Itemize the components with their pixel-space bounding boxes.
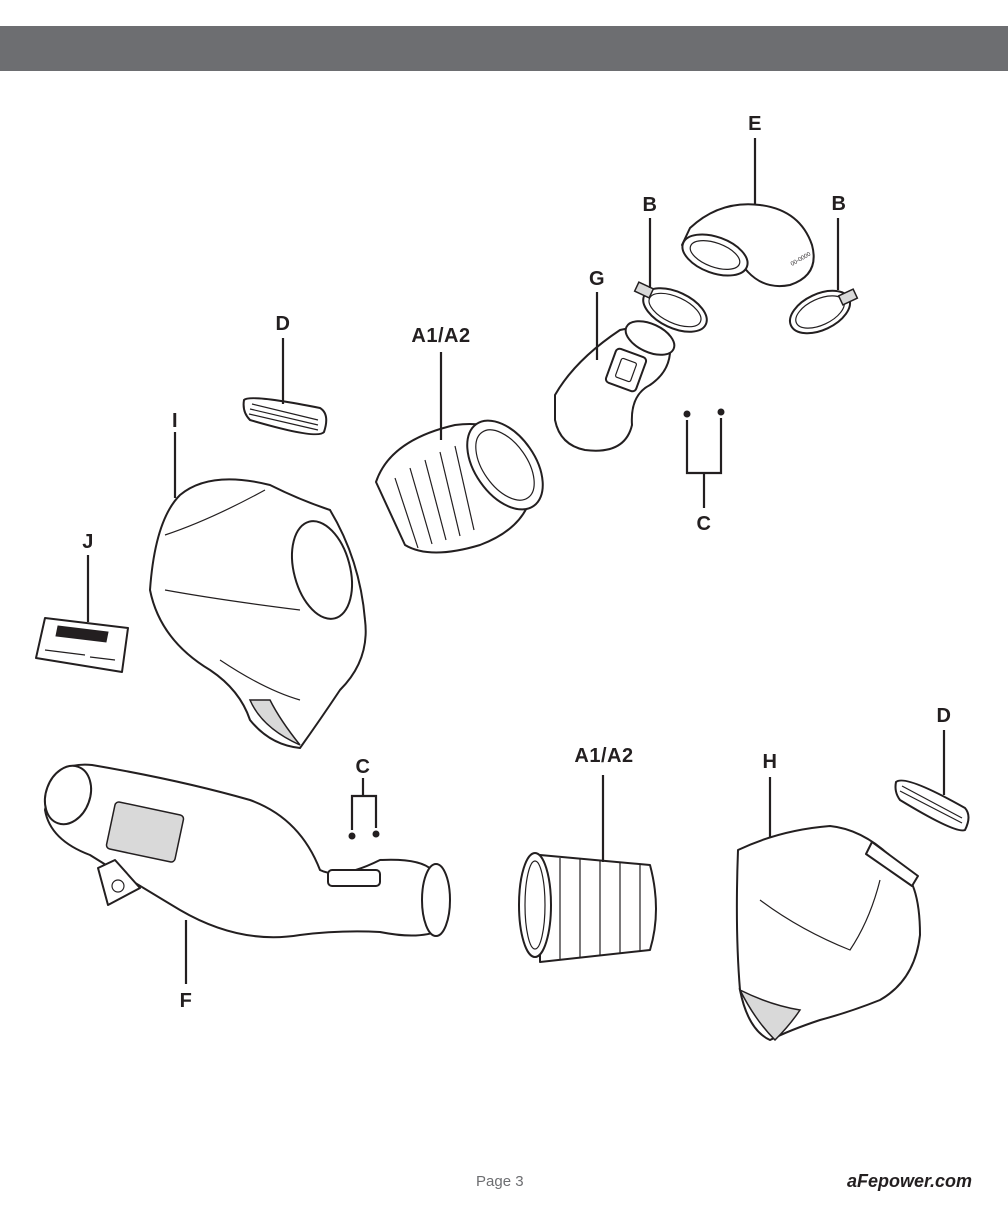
header-bar — [0, 26, 1008, 71]
callout-g: G — [588, 268, 606, 290]
part-e-elbow-coupler: 00-0000 — [681, 203, 815, 288]
part-d-breather-cap-bottom — [894, 779, 970, 832]
callout-h: H — [762, 751, 778, 773]
callout-c-top: C — [696, 513, 712, 535]
leader-c-bottom — [350, 778, 378, 830]
callout-d-bottom: D — [936, 705, 952, 727]
callout-a-top: A1/A2 — [411, 325, 471, 347]
callout-b-right: B — [831, 193, 847, 215]
part-c-screws-top — [683, 408, 725, 418]
callout-a-bottom: A1/A2 — [574, 745, 634, 767]
callout-f: F — [179, 990, 193, 1012]
callout-c-bottom: C — [355, 756, 371, 778]
part-g-maf-housing — [554, 320, 676, 452]
part-a-filter-top — [375, 419, 544, 554]
callout-j: J — [82, 531, 94, 553]
part-b-clamp-right — [789, 288, 859, 335]
part-i-airbox-lid — [149, 478, 367, 749]
part-d-breather-cap-top — [242, 397, 328, 436]
leader-c-top — [685, 418, 723, 508]
part-b-clamp-left — [633, 281, 708, 333]
part-h-airbox — [735, 825, 921, 1042]
website-link[interactable]: aFepower.com — [846, 1171, 972, 1191]
callout-d-top: D — [275, 313, 291, 335]
part-c-screws-bottom — [348, 830, 380, 840]
callout-b-left: B — [642, 194, 658, 216]
callout-e: E — [748, 113, 762, 135]
part-a-filter-bottom — [518, 852, 657, 963]
page-number: Page 3 — [476, 1173, 524, 1190]
callout-i: I — [171, 410, 179, 432]
part-f-intake-tube — [43, 763, 451, 939]
part-j-decal — [35, 617, 129, 673]
